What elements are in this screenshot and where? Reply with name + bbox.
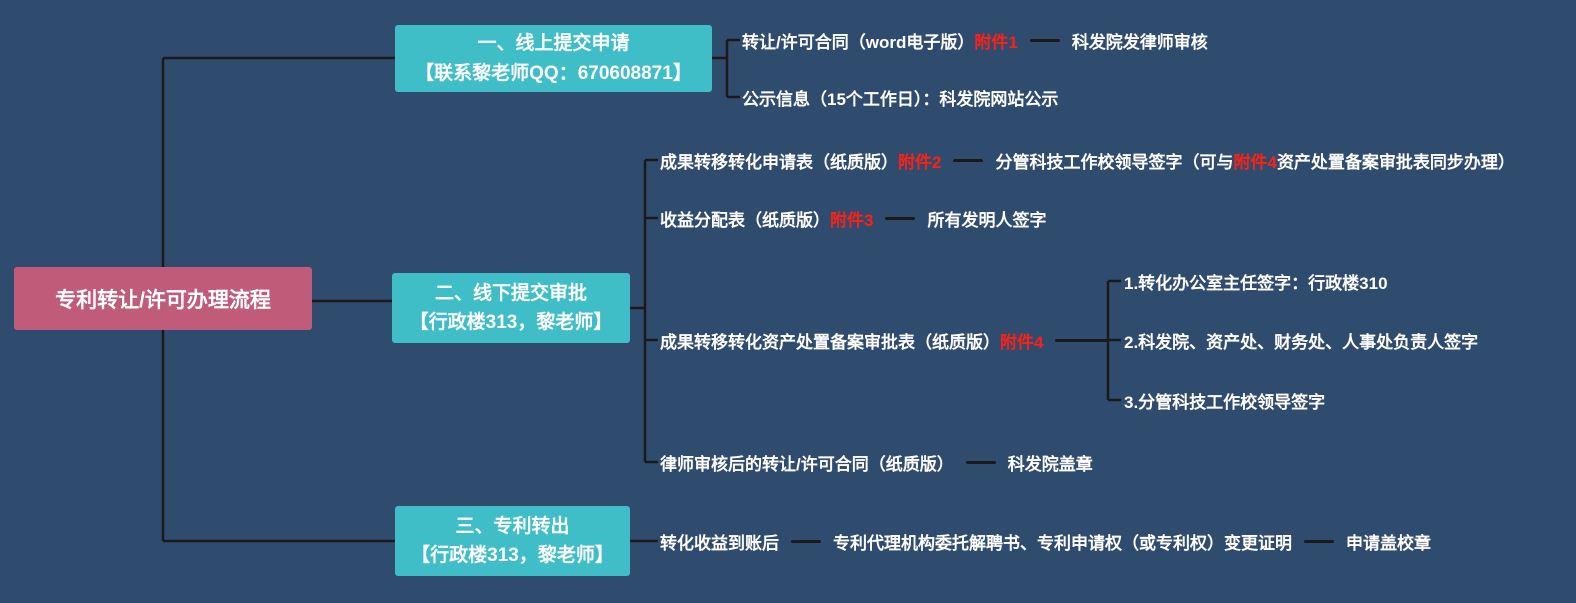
node-text: 申请盖校章 xyxy=(1346,533,1431,553)
attachment-ref-4: 附件4 xyxy=(1233,152,1277,172)
text-node: 2.科发院、资产处、财务处、人事处负责人签字 xyxy=(1124,328,1478,353)
text-node: 1.转化办公室主任签字：行政楼310 xyxy=(1124,269,1388,294)
asset-form-children-bracket xyxy=(1106,279,1121,402)
leaf-application-form[interactable]: 成果转移转化申请表（纸质版）附件2 分管科技工作校领导签字（可与附件4资产处置备… xyxy=(660,147,1515,173)
node-text: 专利代理机构委托解聘书、专利申请权（或专利权）变更证明 xyxy=(833,533,1292,553)
text-node: 转化收益到账后 xyxy=(660,529,779,554)
leaf-income-distribution-form[interactable]: 收益分配表（纸质版）附件3 所有发明人签字 xyxy=(660,205,1046,231)
node-text: 公示信息（15个工作日）：科发院网站公示 xyxy=(742,89,1059,109)
node-text: 科发院发律师审核 xyxy=(1071,32,1208,52)
sub-leaf-office-director-signature[interactable]: 1.转化办公室主任签字：行政楼310 xyxy=(1124,268,1388,294)
node-text: 分管科技工作校领导签字（可与 xyxy=(995,152,1234,172)
sub-leaf-departments-signature[interactable]: 2.科发院、资产处、财务处、人事处负责人签字 xyxy=(1124,327,1478,353)
branch-subtitle: 【联系黎老师QQ：670608871】 xyxy=(415,62,692,84)
branch2-children-bracket xyxy=(630,158,658,464)
text-node: 申请盖校章 xyxy=(1346,529,1431,554)
branch-node-patent-transfer-out[interactable]: 三、专利转出 【行政楼313，黎老师】 xyxy=(395,506,630,576)
branch-node-online-application[interactable]: 一、线上提交申请 【联系黎老师QQ：670608871】 xyxy=(395,25,712,92)
attachment-ref-4: 附件4 xyxy=(1000,332,1044,352)
text-node: 成果转移转化资产处置备案审批表（纸质版）附件4 xyxy=(660,328,1043,353)
leaf-publicity-info[interactable]: 公示信息（15个工作日）：科发院网站公示 xyxy=(742,84,1058,110)
attachment-ref-2: 附件2 xyxy=(898,152,942,172)
branch-title: 一、线上提交申请 xyxy=(477,33,630,55)
node-text: 科发院盖章 xyxy=(1007,454,1093,474)
connector-dash xyxy=(791,539,821,543)
node-text: 1.转化办公室主任签字：行政楼310 xyxy=(1124,273,1388,293)
branch-subtitle: 【行政楼313，黎老师】 xyxy=(409,312,613,333)
node-text: 成果转移转化资产处置备案审批表（纸质版） xyxy=(660,332,1000,352)
node-text: 2.科发院、资产处、财务处、人事处负责人签字 xyxy=(1124,332,1479,352)
text-node: 公示信息（15个工作日）：科发院网站公示 xyxy=(742,85,1058,110)
node-text: 资产处置备案审批表同步办理） xyxy=(1276,152,1515,172)
text-node: 所有发明人签字 xyxy=(927,206,1046,231)
node-text: 转让/许可合同（word电子版） xyxy=(742,32,975,52)
branch1-children-bracket xyxy=(712,38,740,99)
node-text: 律师审核后的转让/许可合同（纸质版） xyxy=(660,454,954,474)
connector-dash xyxy=(1029,38,1060,42)
sub-leaf-school-leader-signature[interactable]: 3.分管科技工作校领导签字 xyxy=(1124,387,1325,413)
node-text: 所有发明人签字 xyxy=(927,210,1047,230)
text-node: 分管科技工作校领导签字（可与附件4资产处置备案审批表同步办理） xyxy=(995,148,1514,173)
leaf-asset-disposal-form[interactable]: 成果转移转化资产处置备案审批表（纸质版）附件4 xyxy=(660,327,1108,353)
branch-title: 二、线下提交审批 xyxy=(434,282,587,304)
connector-dash xyxy=(885,216,916,220)
connector-dash xyxy=(1304,539,1334,543)
root-node-label: 专利转让/许可办理流程 xyxy=(55,288,271,312)
text-node: 收益分配表（纸质版）附件3 xyxy=(660,206,873,231)
branch-node-offline-approval[interactable]: 二、线下提交审批 【行政楼313，黎老师】 xyxy=(392,273,630,343)
node-text: 收益分配表（纸质版） xyxy=(660,210,830,230)
text-node: 转让/许可合同（word电子版）附件1 xyxy=(742,28,1018,53)
node-text: 成果转移转化申请表（纸质版） xyxy=(660,152,898,172)
connector-dash xyxy=(965,460,996,464)
attachment-ref-3: 附件3 xyxy=(830,210,874,230)
leaf-reviewed-contract[interactable]: 律师审核后的转让/许可合同（纸质版） 科发院盖章 xyxy=(660,449,1093,475)
connector-dash xyxy=(953,158,984,162)
text-node: 科发院盖章 xyxy=(1008,450,1093,475)
leaf-transfer-contract[interactable]: 转让/许可合同（word电子版）附件1 科发院发律师审核 xyxy=(742,27,1208,53)
text-node: 科发院发律师审核 xyxy=(1072,28,1208,53)
leaf-transfer-out-steps[interactable]: 转化收益到账后 专利代理机构委托解聘书、专利申请权（或专利权）变更证明 申请盖校… xyxy=(660,528,1431,554)
root-node[interactable]: 专利转让/许可办理流程 xyxy=(14,267,312,330)
node-text: 转化收益到账后 xyxy=(660,533,779,553)
text-node: 专利代理机构委托解聘书、专利申请权（或专利权）变更证明 xyxy=(833,529,1292,554)
attachment-ref-1: 附件1 xyxy=(974,32,1018,52)
text-node: 成果转移转化申请表（纸质版）附件2 xyxy=(660,148,941,173)
text-node: 律师审核后的转让/许可合同（纸质版） xyxy=(660,450,954,475)
branch-title: 三、专利转出 xyxy=(455,515,570,537)
text-node: 3.分管科技工作校领导签字 xyxy=(1124,388,1325,413)
node-text: 3.分管科技工作校领导签字 xyxy=(1124,392,1326,412)
connector-dash xyxy=(1055,338,1108,342)
branch-subtitle: 【行政楼313，黎老师】 xyxy=(411,545,614,566)
